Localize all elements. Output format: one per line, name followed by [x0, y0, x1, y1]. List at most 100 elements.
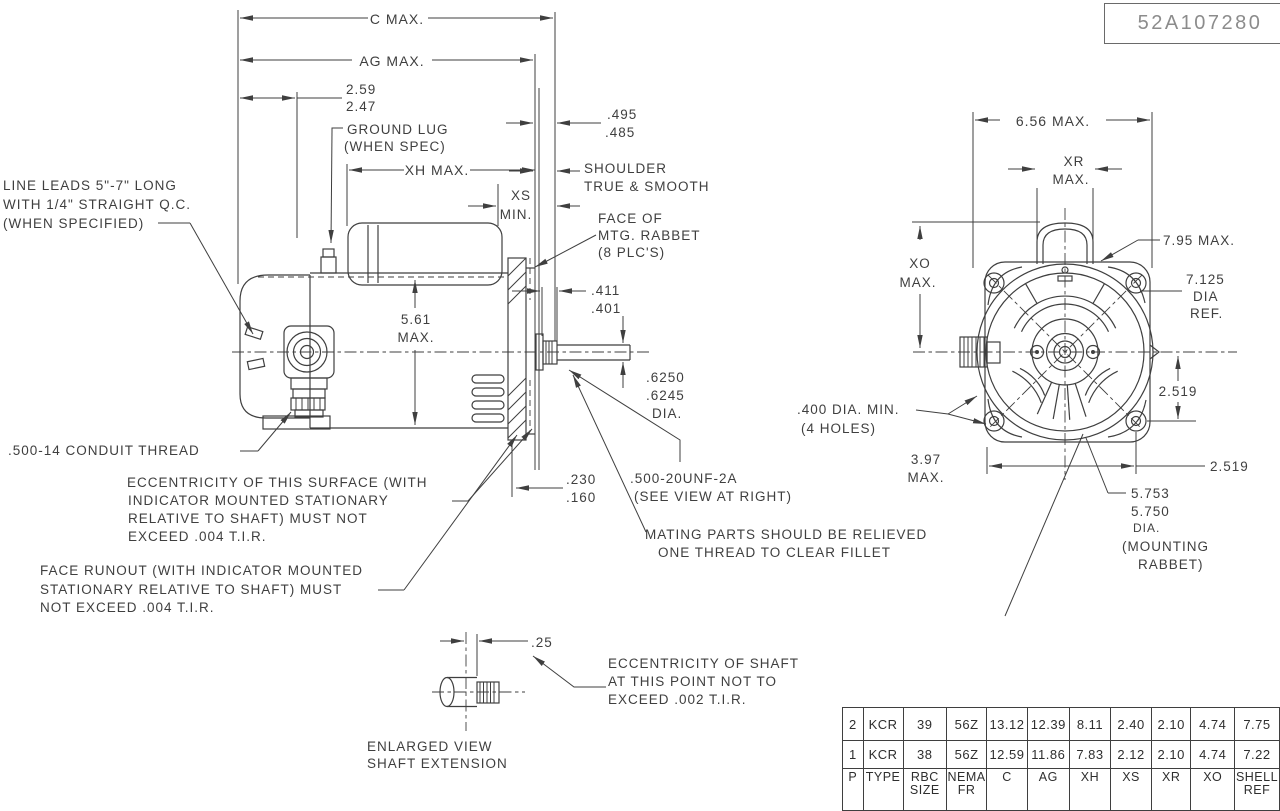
table-header-cell: SHELL REF [1233, 768, 1280, 811]
dim-495: .495 [607, 107, 637, 122]
table-cell: 13.12 [986, 707, 1028, 741]
face-rabbet-note-1: FACE OF [598, 211, 663, 226]
table-cell: 4.74 [1190, 740, 1235, 769]
holes-note-2: (4 HOLES) [801, 421, 876, 436]
dim-561-max: MAX. [397, 330, 434, 345]
dim-xs: XS [511, 188, 531, 203]
table-cell: 39 [902, 707, 948, 741]
enlarged-view-caption-1: ENLARGED VIEW [367, 739, 493, 754]
thread-note-1: .500-20UNF-2A [630, 471, 738, 486]
face-runout-note-2: STATIONARY RELATIVE TO SHAFT) MUST [40, 582, 342, 597]
dim-2519-vertical: 2.519 [1159, 384, 1198, 399]
part-number: 52A107280 [1137, 12, 1263, 34]
ecc-surface-note-2: INDICATOR MOUNTED STATIONARY [128, 493, 389, 508]
face-runout-note-1: FACE RUNOUT (WITH INDICATOR MOUNTED [40, 563, 363, 578]
table-cell: 56Z [946, 740, 988, 769]
dim-411: .411 [591, 283, 620, 298]
dim-xo-max: MAX. [899, 275, 936, 290]
dim-xh-max: XH MAX. [405, 162, 470, 178]
table-header-cell: XO [1190, 768, 1235, 811]
rabbet-dia-1: 5.753 [1131, 486, 1170, 501]
front-view-motor-face [913, 208, 1237, 617]
side-view-motor-body [232, 12, 650, 470]
dim-259: 2.59 [346, 82, 376, 97]
front-view-labels: 6.56 MAX. XR MAX. XO MAX. 7.95 MAX. 7.12… [797, 113, 1248, 572]
dim-xr-max: MAX. [1052, 172, 1089, 187]
ground-lug-note-1: GROUND LUG [347, 122, 449, 137]
dim-561: 5.61 [401, 312, 431, 327]
table-header-cell: AG [1026, 768, 1070, 811]
ecc-shaft-note-1: ECCENTRICITY OF SHAFT [608, 656, 799, 671]
qc-terminals [244, 325, 266, 371]
side-view-dimensions [158, 10, 681, 591]
table-cell: 12.59 [986, 740, 1028, 769]
table-cell: 7.83 [1068, 740, 1112, 769]
mating-note-2: ONE THREAD TO CLEAR FILLET [658, 545, 891, 560]
table-header-cell: XR [1150, 768, 1192, 811]
face-runout-note-3: NOT EXCEED .004 T.I.R. [40, 600, 215, 615]
spec-table: 2 KCR 39 56Z 13.12 12.39 8.11 2.40 2.10 … [842, 707, 1280, 811]
ecc-surface-note-4: EXCEED .004 T.I.R. [128, 529, 267, 544]
dim-c-max: C MAX. [370, 11, 424, 27]
table-cell: 2 [842, 707, 864, 741]
table-cell: 1 [842, 740, 864, 769]
dim-7125: 7.125 [1186, 272, 1225, 287]
conduit-thread-note: .500-14 CONDUIT THREAD [8, 443, 200, 458]
motor-engineering-drawing: C MAX. AG MAX. 2.59 2.47 GROUND LUG (WHE… [3, 10, 1248, 771]
table-cell: 38 [902, 740, 948, 769]
dim-485: .485 [605, 125, 635, 140]
line-leads-note-3: (WHEN SPECIFIED) [3, 216, 144, 231]
table-cell: KCR [862, 740, 904, 769]
mounting-bolt-holes [983, 272, 1147, 432]
table-cell: 12.39 [1026, 707, 1070, 741]
ecc-surface-note-1: ECCENTRICITY OF THIS SURFACE (WITH [127, 475, 428, 490]
dim-25: .25 [531, 635, 553, 650]
dim-6250: .6250 [646, 370, 685, 385]
table-header-cell: TYPE [862, 768, 904, 811]
ecc-shaft-note-3: EXCEED .002 T.I.R. [608, 692, 747, 707]
ground-lug [320, 248, 337, 274]
table-cell: 2.40 [1110, 707, 1152, 741]
thread-note-2: (SEE VIEW AT RIGHT) [634, 489, 792, 504]
rabbet-dia-2: 5.750 [1131, 504, 1170, 519]
front-view-dimensions [912, 112, 1205, 494]
dim-6245: .6245 [646, 388, 685, 403]
dim-xs-min: MIN. [500, 207, 533, 222]
table-header-cell: C [986, 768, 1028, 811]
ground-lug-note-2: (WHEN SPEC) [344, 139, 446, 154]
table-cell: 4.74 [1190, 707, 1235, 741]
table-cell: 2.10 [1150, 707, 1192, 741]
table-cell: 56Z [946, 707, 988, 741]
line-leads-note-2: WITH 1/4" STRAIGHT Q.C. [3, 197, 191, 212]
table-row: 1 KCR 38 56Z 12.59 11.86 7.83 2.12 2.10 … [842, 740, 1280, 769]
dim-xo: XO [909, 256, 931, 271]
ecc-shaft-note-2: AT THIS POINT NOT TO [608, 674, 777, 689]
ecc-surface-note-3: RELATIVE TO SHAFT) MUST NOT [128, 511, 368, 526]
dim-7125-dia: DIA [1193, 289, 1219, 304]
rabbet-dia-5: RABBET) [1138, 557, 1204, 572]
table-row: 2 KCR 39 56Z 13.12 12.39 8.11 2.40 2.10 … [842, 707, 1280, 741]
dim-656-max: 6.56 MAX. [1016, 113, 1090, 129]
table-cell: 8.11 [1068, 707, 1112, 741]
dim-xr: XR [1064, 154, 1085, 169]
dim-7125-ref: REF. [1190, 306, 1223, 321]
table-header-cell: NEMA FR [946, 768, 988, 811]
table-header-cell: P [842, 768, 864, 811]
table-cell: 2.10 [1150, 740, 1192, 769]
table-header-row: P TYPE RBC SIZE NEMA FR C AG XH XS XR XO… [842, 768, 1280, 811]
mating-note-1: MATING PARTS SHOULD BE RELIEVED [645, 527, 927, 542]
dim-625-dia: DIA. [652, 406, 682, 421]
shoulder-note-1: SHOULDER [584, 161, 667, 176]
dim-230: .230 [566, 472, 596, 487]
dim-ag-max: AG MAX. [359, 53, 424, 69]
dim-247: 2.47 [346, 99, 376, 114]
side-view-labels: C MAX. AG MAX. 2.59 2.47 GROUND LUG (WHE… [3, 11, 927, 615]
rabbet-dia-3: DIA. [1133, 521, 1160, 535]
table-header-cell: RBC SIZE [902, 768, 948, 811]
table-cell: 7.22 [1233, 740, 1280, 769]
enlarged-view-caption-2: SHAFT EXTENSION [367, 756, 508, 771]
table-header-cell: XS [1110, 768, 1152, 811]
face-rabbet-note-2: MTG. RABBET [598, 228, 701, 243]
holes-note-1: .400 DIA. MIN. [797, 402, 900, 417]
line-leads-note-1: LINE LEADS 5"-7" LONG [3, 178, 177, 193]
